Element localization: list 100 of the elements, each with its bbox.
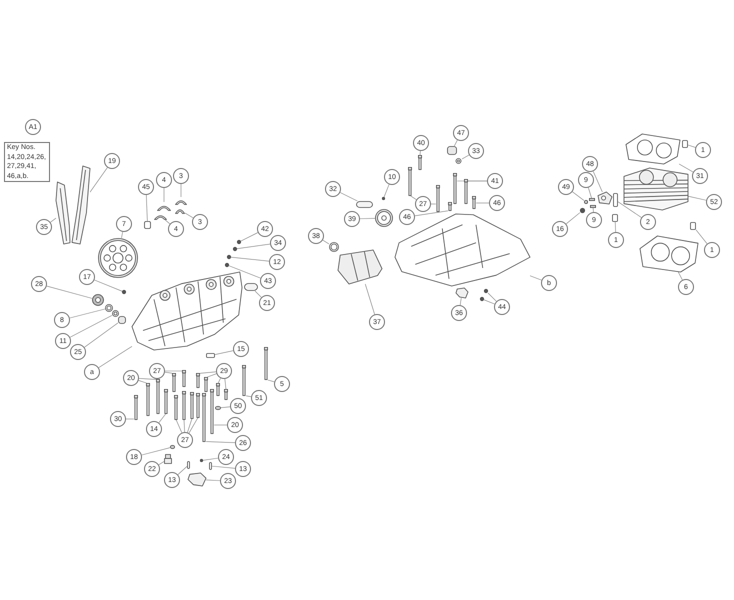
starter-motor (338, 250, 382, 284)
leader-line (207, 373, 217, 378)
ball (484, 289, 488, 293)
gear (375, 209, 393, 227)
washer (215, 406, 221, 410)
bolt (418, 155, 422, 170)
leader-line (121, 232, 123, 238)
leader-line (94, 280, 122, 292)
leader-line (50, 218, 56, 223)
screw (590, 205, 596, 208)
cylinder-block-drawing (624, 168, 688, 210)
chain-guide (72, 166, 90, 244)
leader-line (212, 466, 236, 469)
bolt (196, 393, 200, 418)
leader-line (69, 308, 106, 318)
leader-line (678, 164, 694, 172)
leader-line (200, 371, 216, 374)
sensor (164, 454, 172, 464)
leader-line (468, 180, 488, 182)
leader-line (476, 202, 490, 204)
dowel (612, 214, 618, 222)
bolt (182, 391, 186, 420)
dowel (206, 353, 215, 358)
leader-line (688, 144, 696, 148)
leader-line (246, 396, 252, 397)
leader-line (206, 441, 236, 443)
leader-line (98, 346, 132, 368)
bolt (464, 179, 468, 204)
dowel (187, 461, 190, 469)
ball (382, 197, 385, 200)
ball (227, 255, 231, 259)
leader-line (176, 420, 182, 433)
bolt (408, 167, 412, 196)
leader-line (410, 196, 417, 200)
chain-guide (56, 182, 70, 244)
leader-line (322, 240, 330, 244)
bolt (156, 379, 160, 414)
leader-line (462, 154, 470, 160)
bolt (174, 395, 178, 420)
ball (225, 263, 229, 267)
bolt (472, 196, 476, 209)
leader-line (618, 201, 642, 218)
leader-line (70, 315, 112, 338)
o-ring (105, 304, 113, 312)
gasket (640, 236, 698, 272)
ball (480, 297, 484, 301)
leader-line (696, 229, 708, 244)
crankcase-drawing (395, 214, 530, 286)
leader-line (530, 275, 542, 280)
bolt (134, 395, 138, 420)
leader-line (360, 218, 376, 220)
leader-line (454, 140, 458, 146)
leader-line (164, 372, 172, 374)
ball (580, 208, 585, 213)
screw (589, 198, 595, 201)
leader-line (206, 480, 220, 481)
leader-line (46, 286, 92, 299)
bolt (210, 389, 214, 434)
leader-line (158, 461, 164, 466)
leader-line (218, 378, 221, 384)
leader-line (460, 298, 462, 306)
bolt (146, 383, 150, 416)
dowel (613, 193, 618, 207)
bolt (164, 389, 168, 414)
dowel (209, 462, 212, 470)
plug (144, 221, 151, 229)
leader-line (146, 194, 148, 222)
leader-line (566, 212, 580, 224)
leader-line (84, 322, 118, 348)
dowel (690, 222, 696, 230)
pin (356, 201, 373, 208)
leader-line (384, 184, 390, 198)
leader-line (188, 418, 198, 434)
leader-line (126, 418, 134, 420)
bolt (190, 392, 194, 419)
leader-line (488, 292, 497, 302)
leader-line (267, 380, 275, 382)
leader-line (484, 300, 495, 304)
leader-line (187, 418, 192, 433)
leader-line (220, 406, 230, 408)
bolt (182, 370, 186, 387)
leader-line (158, 414, 166, 423)
leader-line (678, 272, 683, 280)
leader-line (180, 184, 182, 198)
leader-line (592, 171, 603, 192)
o-ring (455, 158, 462, 164)
sprocket (92, 294, 104, 306)
leader-line (138, 378, 156, 380)
ball (233, 247, 237, 251)
cap (118, 316, 126, 324)
leader-line (214, 424, 228, 426)
leader-line (240, 232, 258, 242)
leader-line (230, 256, 270, 262)
o-ring (329, 242, 339, 252)
leader-line (184, 420, 185, 432)
dowel (682, 140, 688, 148)
leader-line (164, 370, 182, 372)
pin (244, 283, 258, 291)
leader-line (414, 210, 448, 216)
leader-line (688, 196, 706, 201)
